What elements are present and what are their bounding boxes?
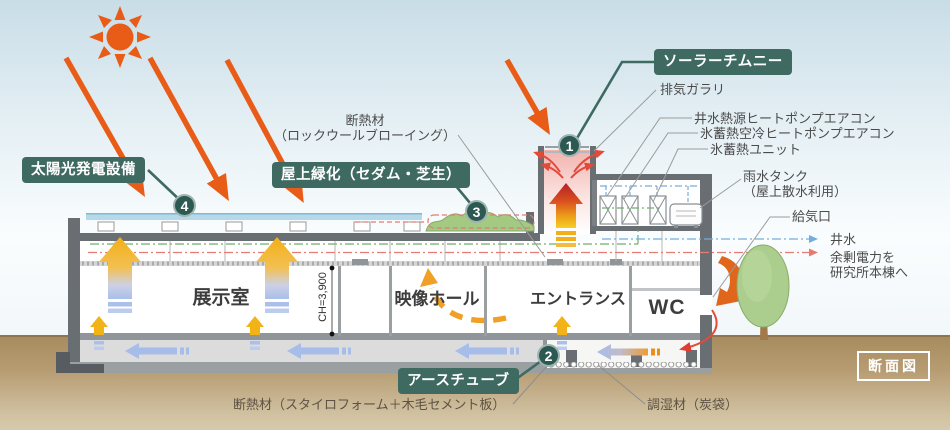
- label-humidity-control: 調湿材（炭袋）: [647, 397, 739, 412]
- intake-flow-line: [679, 309, 718, 352]
- sun-icon: [89, 6, 151, 68]
- callout-roof-greening: 屋上緑化（セダム・芝生）: [272, 162, 470, 188]
- section-title: 断面図: [857, 351, 930, 381]
- room-exhibition: 展示室: [192, 287, 250, 309]
- label-well-water: 井水: [830, 232, 857, 247]
- dimension-line: [329, 265, 335, 337]
- label-roof-insulation: 断熱材 （ロックウールブローイング）: [273, 113, 456, 144]
- heatpump-units: [599, 195, 703, 228]
- label-rain-tank: 雨水タンク （屋上散水利用）: [743, 169, 848, 200]
- label-ice-heatpump: 氷蓄熱空冷ヒートポンプエアコン: [700, 126, 895, 141]
- piping-lines: [88, 185, 818, 257]
- chimney-exhaust-arrows: [533, 149, 605, 179]
- label-exhaust-louver: 排気ガラリ: [660, 82, 726, 97]
- leader-lines: [457, 89, 790, 405]
- solar-panel-array: [86, 213, 422, 232]
- ceiling-height-dimension: CH=3,900: [317, 272, 329, 322]
- room-entrance: エントランス: [530, 291, 626, 308]
- tree: [736, 244, 790, 340]
- rainwater-tank: [669, 203, 703, 228]
- label-floor-insulation: 断熱材（スタイロフォーム＋木毛セメント板）: [233, 397, 506, 412]
- label-air-inlet: 給気口: [792, 209, 832, 224]
- room-wc: WC: [648, 296, 686, 319]
- sprinkler-pipe: [355, 214, 535, 229]
- rising-air-arrows: [99, 237, 298, 313]
- label-surplus-power: 余剰電力を 研究所本棟へ: [830, 250, 909, 281]
- callout-solar-chimney: ソーラーチムニー: [654, 49, 792, 75]
- ceiling-insulation: [80, 259, 700, 266]
- floor-supply-arrows: [90, 316, 571, 350]
- marker-3: 3: [465, 200, 488, 223]
- callout-earth-tube: アースチューブ: [398, 368, 519, 394]
- hall-circulation-arrow: [420, 268, 507, 324]
- marker-2: 2: [537, 344, 560, 367]
- label-ice-unit: 氷蓄熱ユニット: [710, 142, 802, 157]
- label-well-heatpump: 井水熱源ヒートポンプエアコン: [694, 111, 876, 126]
- chimney-updraft-arrow: [549, 183, 583, 247]
- callout-solar-power: 太陽光発電設備: [22, 157, 145, 183]
- marker-1: 1: [558, 134, 581, 157]
- room-hall: 映像ホール: [394, 289, 480, 309]
- charcoal-bags: [548, 362, 698, 371]
- earth-tube-arrows: [125, 343, 660, 360]
- marker-4: 4: [173, 194, 196, 217]
